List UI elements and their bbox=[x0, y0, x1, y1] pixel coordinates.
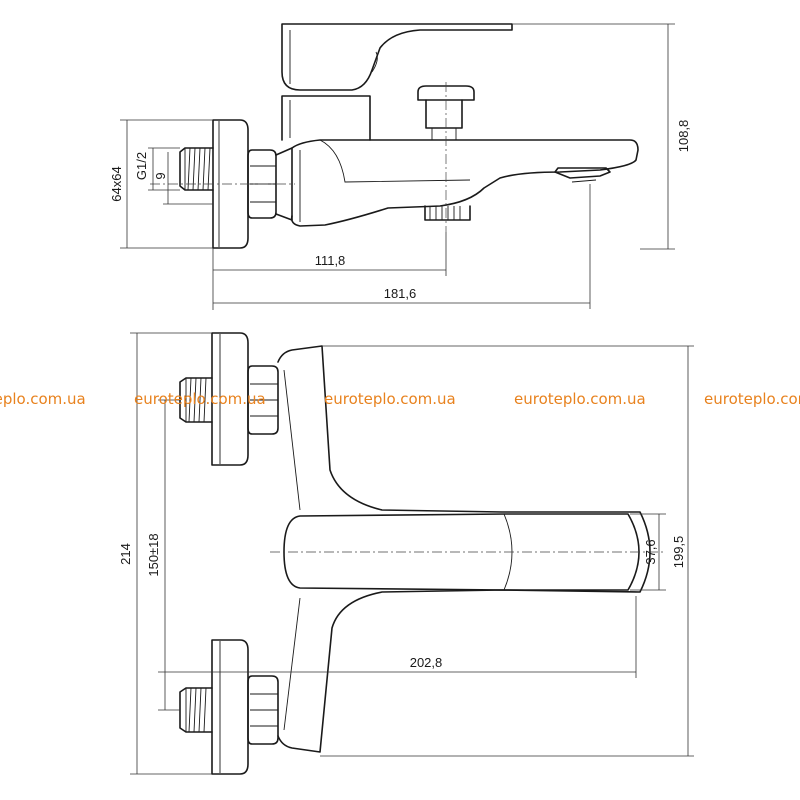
dim-flange: 64x64 bbox=[109, 166, 124, 201]
top-flange-upper bbox=[211, 332, 249, 466]
side-diverter bbox=[417, 85, 475, 140]
watermark-row: euroteplo.com.ua euroteplo.com.ua eurote… bbox=[0, 390, 800, 408]
watermark-text: euroteplo.com.ua bbox=[324, 390, 456, 408]
side-body-spout bbox=[290, 139, 639, 227]
side-flange bbox=[212, 119, 249, 249]
dim-height-total: 108,8 bbox=[676, 120, 691, 153]
watermark-text: euroteplo.com.ua bbox=[704, 390, 800, 408]
dim-lever-width: 37,6 bbox=[643, 539, 658, 564]
dim-lever-length: 202,8 bbox=[410, 655, 443, 670]
side-view: 108,8 64x64 G1/2 9 111,8 181,6 bbox=[109, 23, 691, 310]
top-hex-nut-upper bbox=[247, 365, 279, 435]
watermark-text: euroteplo.com.ua bbox=[514, 390, 646, 408]
top-lever bbox=[283, 513, 640, 591]
watermark-text: euroteplo.com.ua bbox=[0, 390, 86, 408]
dim-outlet-center: 111,8 bbox=[315, 253, 346, 268]
side-aerator bbox=[554, 167, 611, 179]
dim-body-width: 199,5 bbox=[671, 536, 686, 569]
side-thread-nipple bbox=[179, 147, 214, 191]
dim-thread-depth: 9 bbox=[153, 172, 168, 179]
side-shower-outlet bbox=[424, 205, 471, 221]
top-hex-nut-lower bbox=[247, 675, 279, 745]
dim-centers: 150±18 bbox=[146, 533, 161, 576]
dim-spout-tip: 181,6 bbox=[384, 286, 417, 301]
dim-thread: G1/2 bbox=[134, 152, 149, 180]
dim-overall: 214 bbox=[118, 543, 133, 565]
top-flange-lower bbox=[211, 639, 249, 775]
side-cartridge-housing bbox=[281, 95, 371, 141]
top-view: 214 150±18 199,5 37,6 202,8 bbox=[118, 332, 694, 775]
watermark-text: euroteplo.com.ua bbox=[134, 390, 266, 408]
side-lever bbox=[281, 23, 513, 91]
